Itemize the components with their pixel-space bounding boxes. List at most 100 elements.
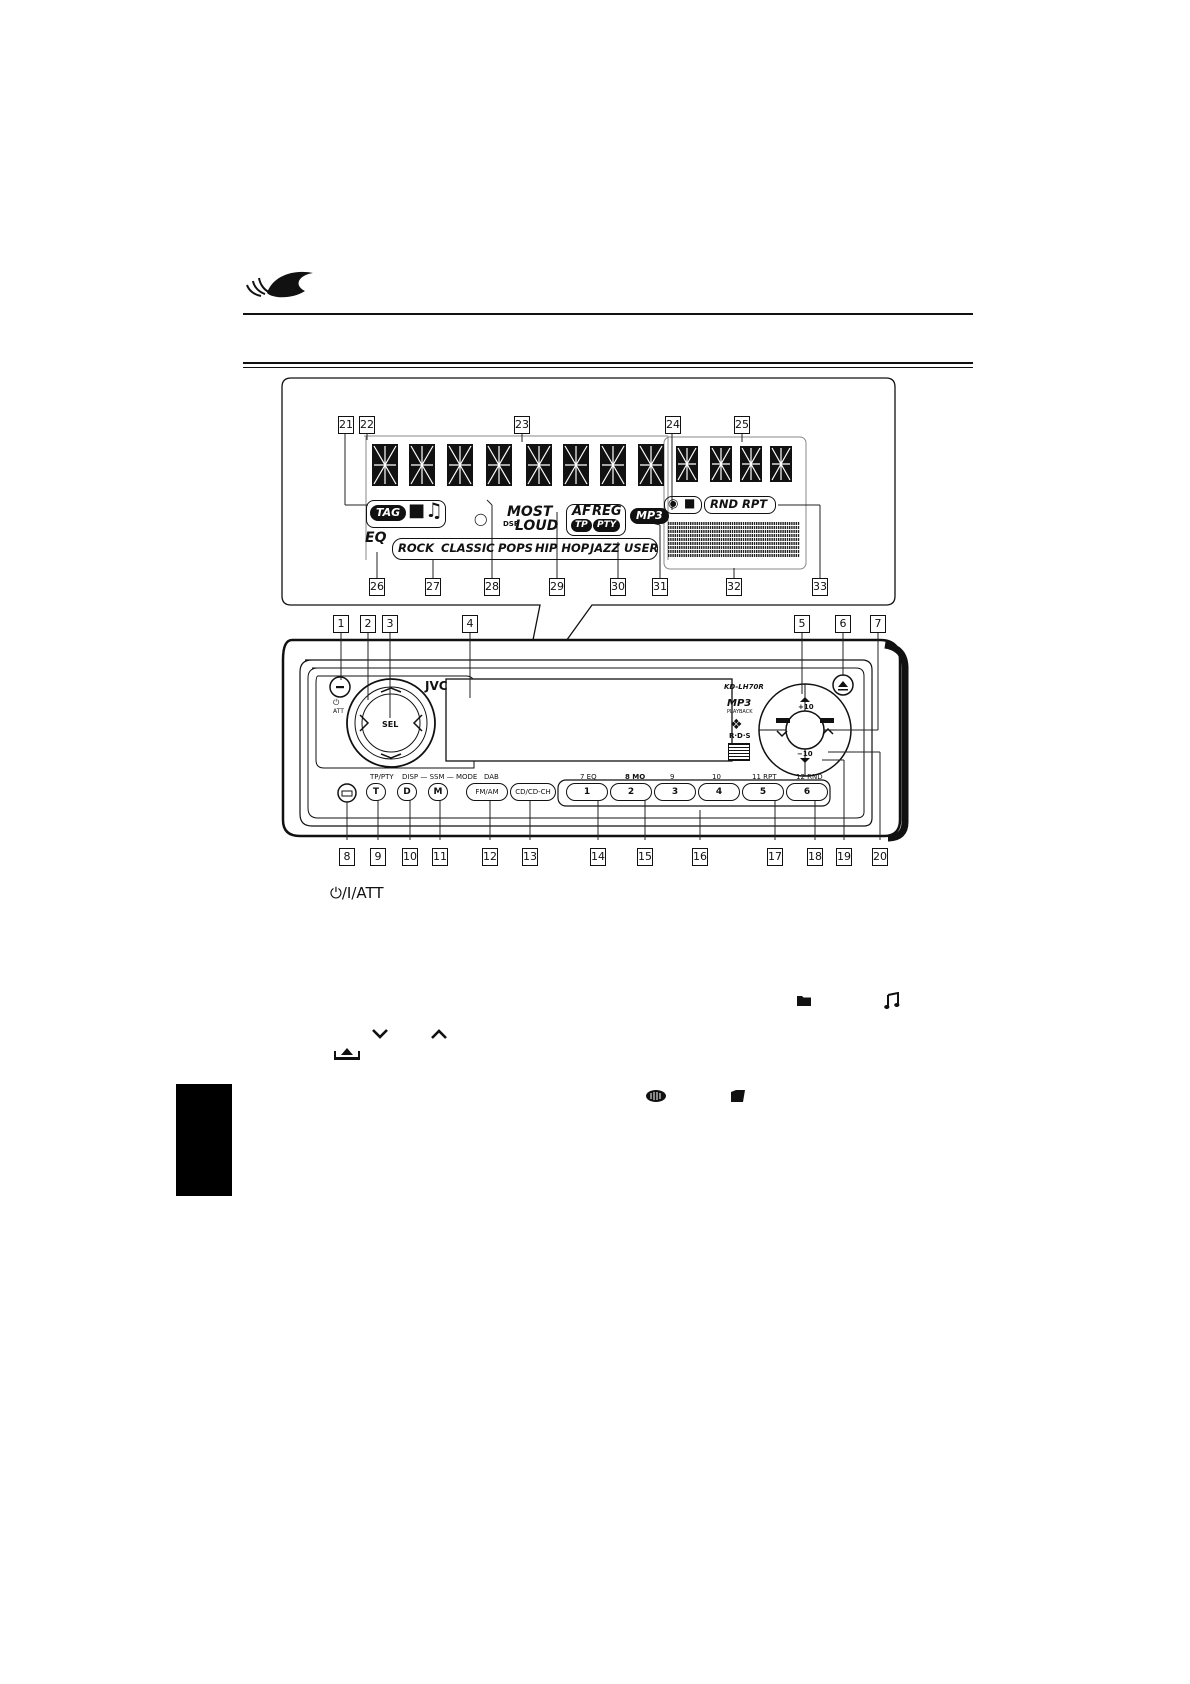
matrix-dot [756, 522, 758, 525]
matrix-dot [668, 542, 670, 545]
matrix-dot [780, 530, 782, 533]
matrix-dot [778, 526, 780, 529]
matrix-dot [681, 542, 683, 545]
preset-5-button[interactable]: 5 [742, 783, 784, 801]
matrix-dot [736, 550, 738, 553]
folder-indicator-icon: ■ [408, 500, 426, 521]
callout-9: 9 [370, 848, 386, 866]
matrix-dot [742, 554, 745, 557]
matrix-dot [698, 530, 701, 533]
segment-character [526, 444, 552, 486]
matrix-dot [731, 542, 734, 545]
matrix-dot [672, 542, 674, 545]
matrix-dot [674, 534, 676, 537]
matrix-dot [723, 546, 725, 549]
matrix-dot [742, 538, 745, 541]
tp-pty-button[interactable]: T [366, 783, 386, 801]
matrix-dot [716, 538, 718, 541]
matrix-dot [668, 554, 670, 557]
preset-6-button[interactable]: 6 [786, 783, 828, 801]
cd-cdch-button[interactable]: CD/CD-CH [510, 783, 556, 801]
preset-4-button[interactable]: 4 [698, 783, 740, 801]
matrix-dot [679, 526, 681, 529]
matrix-dot [672, 546, 674, 549]
segment-character [486, 444, 512, 486]
matrix-dot [749, 546, 751, 549]
preset-1-button[interactable]: 1 [566, 783, 608, 801]
matrix-dot [782, 542, 784, 545]
matrix-dot [696, 542, 698, 545]
matrix-dot [681, 530, 683, 533]
matrix-dot [674, 542, 676, 545]
matrix-dot [751, 526, 753, 529]
preset-3-button[interactable]: 3 [654, 783, 696, 801]
matrix-dot [723, 522, 725, 525]
matrix-dot [712, 526, 714, 529]
fm-am-button[interactable]: FM/AM [466, 783, 508, 801]
matrix-dot [775, 522, 778, 525]
matrix-dot [705, 542, 707, 545]
matrix-dot [681, 554, 683, 557]
matrix-dot [795, 554, 797, 557]
matrix-dot [731, 554, 734, 557]
matrix-dot [731, 530, 734, 533]
reg-indicator: REG [592, 504, 622, 519]
matrix-dot [718, 530, 720, 533]
matrix-dot [751, 546, 753, 549]
matrix-dot [692, 554, 694, 557]
matrix-dot [762, 522, 764, 525]
matrix-dot [780, 538, 782, 541]
callout-26: 26 [369, 578, 385, 596]
mp3-playback-logo: MP3 [727, 698, 752, 709]
matrix-dot [703, 526, 705, 529]
matrix-dot [793, 550, 795, 553]
matrix-dot [725, 522, 727, 525]
matrix-dot [786, 538, 789, 541]
matrix-dot [789, 530, 791, 533]
matrix-dot [709, 526, 712, 529]
matrix-dot [767, 522, 769, 525]
tp-indicator: TP [571, 519, 592, 532]
preset-2-button[interactable]: 2 [610, 783, 652, 801]
matrix-dot [797, 550, 800, 553]
matrix-dot [720, 554, 723, 557]
mode-button[interactable]: M [428, 783, 448, 801]
matrix-dot [701, 542, 703, 545]
matrix-dot [670, 550, 672, 553]
matrix-dot [751, 534, 753, 537]
matrix-dot [758, 554, 760, 557]
callout-20: 20 [872, 848, 888, 866]
matrix-dot [718, 554, 720, 557]
af-indicator: AF [572, 504, 591, 519]
callout-6: 6 [835, 615, 851, 633]
matrix-dot [797, 534, 800, 537]
matrix-dot [687, 546, 690, 549]
matrix-dot [729, 546, 731, 549]
matrix-dot [670, 542, 672, 545]
matrix-dot [764, 530, 767, 533]
segment-character [770, 446, 792, 482]
matrix-dot [705, 522, 707, 525]
matrix-dot [727, 530, 729, 533]
matrix-dot [767, 526, 769, 529]
matrix-dot [712, 522, 714, 525]
matrix-dot [769, 542, 771, 545]
matrix-dot [679, 554, 681, 557]
matrix-dot [674, 550, 676, 553]
matrix-dot [749, 534, 751, 537]
matrix-dot [679, 550, 681, 553]
matrix-dot [760, 546, 762, 549]
matrix-dot [793, 542, 795, 545]
matrix-dot [731, 546, 734, 549]
matrix-dot [714, 526, 716, 529]
matrix-dot [698, 534, 701, 537]
matrix-dot [672, 522, 674, 525]
matrix-dot [767, 534, 769, 537]
disp-button[interactable]: D [397, 783, 417, 801]
segment-character [740, 446, 762, 482]
matrix-dot [720, 550, 723, 553]
matrix-dot [756, 526, 758, 529]
matrix-dot [734, 542, 736, 545]
matrix-dot [668, 550, 670, 553]
matrix-dot [723, 550, 725, 553]
